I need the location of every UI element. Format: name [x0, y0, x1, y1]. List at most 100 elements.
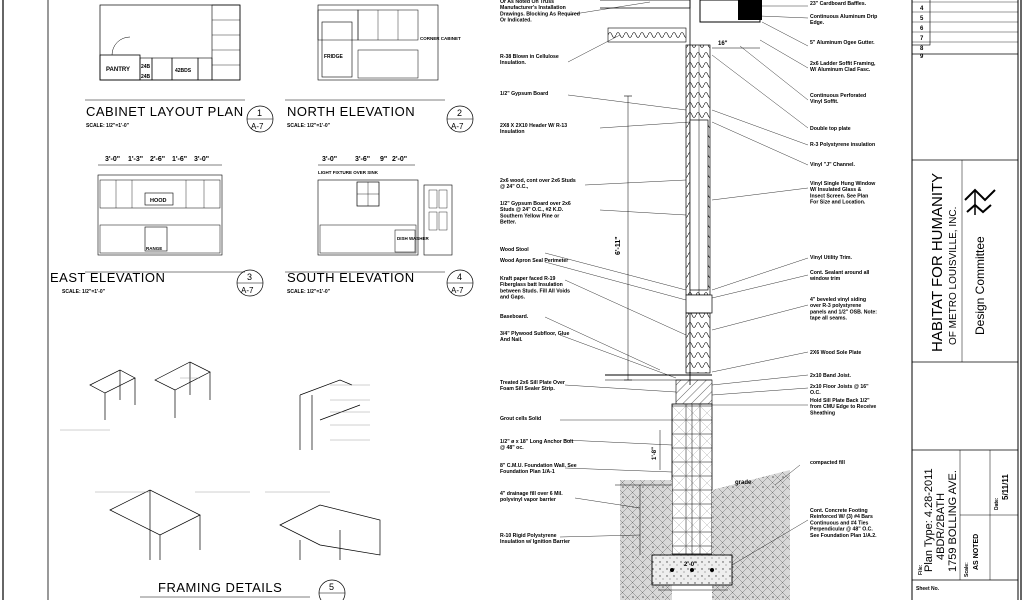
title-block — [911, 0, 1019, 600]
rev-7: 7 — [920, 36, 924, 42]
view4-title: SOUTH ELEVATION — [287, 270, 415, 285]
habitat-logo-icon — [964, 188, 996, 202]
right-leaders — [711, 5, 809, 566]
left-note-14: 1/2" ø x 18" Long Anchor Bolt@ 48" oc. — [500, 439, 574, 451]
view5-num: 5 — [329, 582, 334, 592]
section-dim-16: 16" — [718, 41, 728, 47]
bed-bath: 4BDR/2BATH — [935, 493, 947, 560]
view3-num: 3 — [247, 272, 252, 282]
rev-9: 9 — [920, 54, 924, 60]
view3-title: EAST ELEVATION — [50, 270, 165, 285]
section-dim-height: 6'-11" — [615, 236, 622, 255]
east-dim-5: 3'-0" — [194, 156, 209, 163]
view4-num: 4 — [457, 272, 462, 282]
corner-cabinet-label: CORNER CABINET — [420, 36, 461, 41]
right-note-3: 5" Aluminum Ogee Gutter. — [810, 40, 875, 46]
dishwasher-label: DISH WASHER — [397, 236, 430, 241]
light-fixture-label: LIGHT FIXTURE OVER SINK — [318, 170, 379, 175]
fridge-label: FRIDGE — [324, 54, 344, 60]
left-note-16: 4" drainage fill over 6 Mil.polyvinyl va… — [500, 491, 563, 503]
view4-scale: SCALE: 1/2"=1'-0" — [287, 289, 331, 295]
left-leaders — [544, 1, 691, 538]
right-note-14: 2x10 Band Joist. — [810, 373, 851, 379]
left-note-7: Wood Stool — [500, 247, 529, 253]
left-note-5: 2x6 wood, cont over 2x6 Studs@ 24" O.C., — [500, 178, 576, 190]
right-note-4: 2x6 Ladder Soffit Framing,W/ Aluminum Cl… — [810, 61, 876, 73]
scale-label: Scale: — [964, 562, 970, 577]
left-note-10: Baseboard. — [500, 314, 529, 320]
section-right-notes: 23" Cardboard Baffles. Continuous Aluminu… — [809, 1, 877, 539]
right-note-10: Vinyl Utility Trim. — [810, 255, 853, 261]
south-dim-3: 9" — [380, 156, 387, 163]
rev-6: 6 — [920, 26, 924, 32]
left-note-8: Wood Apron Seal Perimeter — [500, 258, 568, 264]
east-dim-4: 1'-6" — [172, 156, 187, 163]
south-dim-4: 2'-0" — [392, 156, 407, 163]
south-elevation: 3'-0" 3'-6" 9" 2'-0" LIGHT FIXTURE OVER … — [285, 156, 453, 273]
view3-ref: A-7 — [241, 286, 254, 295]
right-note-13: 2X6 Wood Sole Plate — [810, 350, 861, 356]
scale-value: AS NOTED — [973, 534, 980, 570]
right-note-7: R-3 Polystyrene insulation — [810, 142, 875, 148]
org-name: HABITAT FOR HUMANITY — [929, 173, 946, 352]
design-committee: Design Committee — [973, 236, 987, 335]
right-note-1: 23" Cardboard Baffles. — [810, 1, 867, 7]
hood-label: HOOD — [150, 198, 167, 204]
right-note-8: Vinyl "J" Channel. — [810, 162, 855, 168]
file-label: File: — [918, 564, 924, 575]
view1-title: CABINET LAYOUT PLAN — [86, 104, 244, 119]
view1-num: 1 — [257, 108, 262, 118]
view2-num: 2 — [457, 108, 462, 118]
view1-scale: SCALE: 1/2"=1'-0" — [86, 123, 130, 129]
framing-details — [89, 361, 381, 560]
date-value: 5/11/11 — [1001, 474, 1010, 500]
right-note-17: compacted fill — [810, 460, 845, 466]
left-note-3: 1/2" Gypsum Board — [500, 91, 548, 97]
cab-24b-2: 24B — [141, 74, 151, 80]
sheet-no-label: Sheet No. — [916, 586, 940, 592]
right-note-6: Double top plate — [810, 126, 851, 132]
left-note-13: Grout cells Solid — [500, 416, 541, 422]
pantry-label: PANTRY — [106, 67, 130, 73]
view5-title: FRAMING DETAILS — [158, 580, 282, 595]
org-name-2: OF METRO LOUISVILLE, INC. — [948, 207, 959, 345]
right-note-16: Hold Sill Plate Back 1/2"from CMU Edge t… — [810, 398, 876, 416]
date-label: Date: — [994, 497, 1000, 510]
east-elevation: 3'-0" 1'-3" 2'-6" 1'-6" 3'-0" HOOD RANGE — [85, 156, 245, 273]
east-dim-1: 3'-0" — [105, 156, 120, 163]
plan-type: Plan Type: 4.28-2011 — [923, 468, 935, 572]
range-label: RANGE — [146, 246, 162, 251]
rev-8: 8 — [920, 46, 924, 52]
east-dim-2: 1'-3" — [128, 156, 143, 163]
south-dim-2: 3'-6" — [355, 156, 370, 163]
south-dim-1: 3'-0" — [322, 156, 337, 163]
rev-5: 5 — [920, 16, 924, 22]
north-elevation: FRIDGE CORNER CABINET — [285, 4, 461, 101]
cabinet-layout-plan: PANTRY 24B 24B 42BDS — [85, 4, 245, 101]
address: 1759 BOLLING AVE. — [947, 470, 959, 572]
framing-notes — [60, 377, 370, 493]
cab-24b-1: 24B — [141, 64, 151, 70]
view1-ref: A-7 — [251, 122, 264, 131]
cab-42bds: 42BDS — [175, 68, 192, 74]
right-note-15: 2x10 Floor Joists @ 16"O.C. — [810, 384, 869, 396]
view4-ref: A-7 — [451, 286, 464, 295]
